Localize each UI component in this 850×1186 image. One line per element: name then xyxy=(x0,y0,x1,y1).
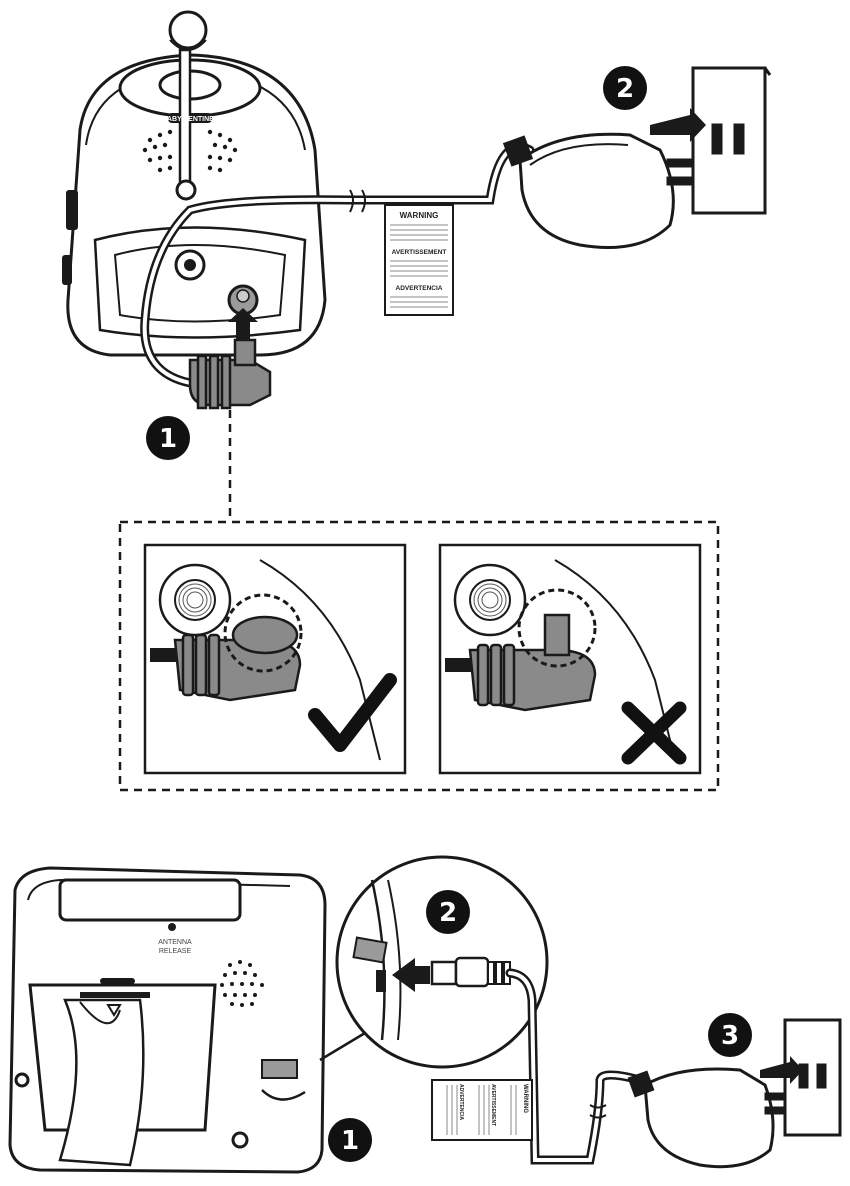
step-badge-1-bottom: 1 xyxy=(328,1118,372,1162)
warning-title-fr: AVERTISSEMENT xyxy=(392,249,447,256)
zoom-detail-circle xyxy=(335,855,549,1069)
camera-unit xyxy=(62,10,327,357)
power-adapter-top xyxy=(502,132,698,249)
bottom-warning-title-fr: AVERTISSEMENT xyxy=(490,1084,496,1126)
step-badge-1-top: 1 xyxy=(146,416,190,460)
warning-tag-top: WARNING AVERTISSEMENT ADVERTENCIA xyxy=(384,204,454,316)
speaker-grille xyxy=(142,129,238,173)
step-badge-2-bottom: 2 xyxy=(426,890,470,934)
svg-text:2: 2 xyxy=(439,898,457,928)
step-badge-3-bottom: 3 xyxy=(708,1013,752,1057)
parent-unit xyxy=(8,866,327,1174)
svg-text:2: 2 xyxy=(616,74,634,104)
arrow-icon xyxy=(650,108,706,142)
antenna-release-label-2: RELEASE xyxy=(159,948,192,955)
arrow-icon xyxy=(228,308,258,340)
svg-text:1: 1 xyxy=(159,424,177,454)
warning-tag-bottom: WARNING AVERTISSEMENT ADVERTENCIA xyxy=(431,1079,533,1141)
wall-outlet-top xyxy=(691,66,772,215)
brand-label: BABY SENTINEL xyxy=(162,116,219,123)
incorrect-connection-panel xyxy=(438,543,702,775)
power-adapter-bottom xyxy=(627,1067,788,1169)
warning-title-en: WARNING xyxy=(400,211,439,220)
speaker-grille-bottom xyxy=(220,960,264,1007)
arrow-icon xyxy=(760,1056,803,1084)
step-badge-2-top: 2 xyxy=(603,66,647,110)
right-angle-plug xyxy=(188,338,272,410)
bottom-warning-title-en: WARNING xyxy=(522,1084,528,1113)
bottom-warning-title-es: ADVERTENCIA xyxy=(458,1084,464,1121)
cross-mark-icon xyxy=(621,701,687,765)
detail-callout-box xyxy=(118,520,720,792)
correct-connection-panel xyxy=(143,543,407,775)
svg-text:3: 3 xyxy=(721,1021,739,1051)
zoom-connector xyxy=(319,1028,371,1062)
warning-title-es: ADVERTENCIA xyxy=(396,285,443,292)
svg-text:1: 1 xyxy=(341,1126,359,1156)
check-mark-icon xyxy=(308,673,397,752)
antenna-release-label: ANTENNA xyxy=(158,939,192,946)
